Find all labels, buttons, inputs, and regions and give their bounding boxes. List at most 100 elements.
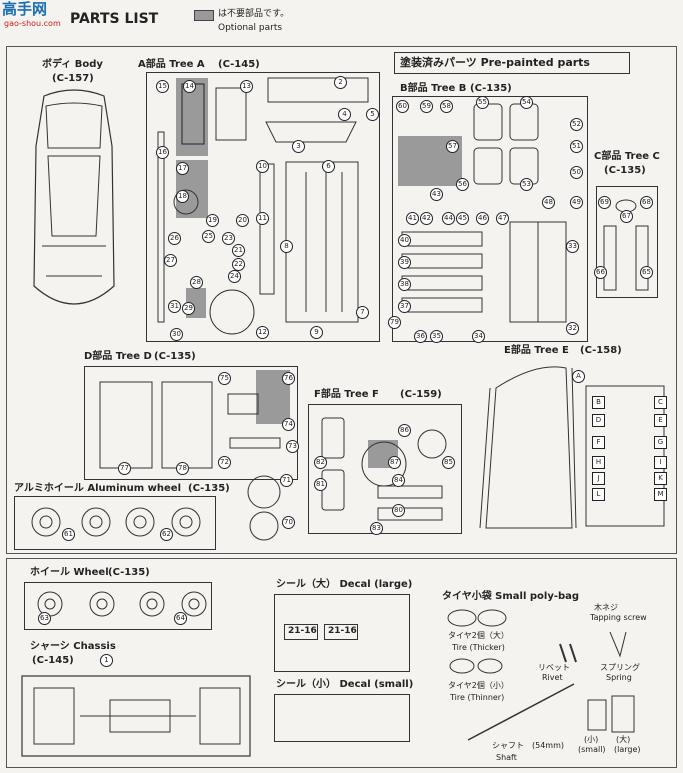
body-shell-drawing	[33, 89, 115, 305]
part-number-40: 40	[398, 234, 411, 247]
decal-plate-2	[324, 624, 358, 640]
part-number-59: 59	[420, 100, 433, 113]
part-number-37: 37	[398, 300, 411, 313]
part-number-39: 39	[398, 256, 411, 269]
part-number-29: 29	[182, 302, 195, 315]
polybag-label: タイヤ小袋 Small poly-bag	[442, 591, 580, 602]
part-number-36: 36	[414, 330, 427, 343]
part-number-35: 35	[430, 330, 443, 343]
part-number-23: 23	[222, 232, 235, 245]
part-number-12: 12	[256, 326, 269, 339]
spring-large-jp: (大)	[616, 735, 631, 744]
part-number-87: 87	[388, 456, 401, 469]
part-number-30: 30	[170, 328, 183, 341]
part-number-86: 86	[398, 424, 411, 437]
lower-frame	[6, 558, 677, 768]
optional-swatch	[194, 10, 214, 21]
chassis-label: シャーシ Chassis	[30, 641, 116, 652]
part-number-9: 9	[310, 326, 323, 339]
part-number-J: J	[592, 472, 605, 485]
tree-c-code: (C-135)	[604, 165, 646, 176]
decal-plate-1-text: 21-16	[288, 626, 317, 636]
part-number-32: 32	[566, 322, 579, 335]
part-number-41: 41	[406, 212, 419, 225]
part-number-13: 13	[240, 80, 253, 93]
part-number-50: 50	[570, 166, 583, 179]
part-number-16: 16	[156, 146, 169, 159]
part-number-64: 64	[174, 612, 187, 625]
wheel-drawing	[37, 591, 207, 617]
tire-thinner-jp: タイヤ2個（小）	[448, 681, 509, 690]
part-number-81: 81	[314, 478, 327, 491]
tree-a-parts-drawing	[157, 77, 369, 335]
part-number-84: 84	[392, 474, 405, 487]
decal-plate-2-text: 21-16	[328, 626, 357, 636]
part-number-31: 31	[168, 300, 181, 313]
part-number-28: 28	[190, 276, 203, 289]
part-number-A: A	[572, 370, 585, 383]
part-number-72: 72	[218, 456, 231, 469]
part-number-71: 71	[280, 474, 293, 487]
part-number-I: I	[654, 456, 667, 469]
tapping-screw-en: Tapping screw	[590, 613, 647, 622]
part-number-3: 3	[292, 140, 305, 153]
tree-d-runner	[84, 366, 298, 480]
tree-a-code: (C-145)	[218, 59, 260, 70]
part-number-44: 44	[442, 212, 455, 225]
part-number-8: 8	[280, 240, 293, 253]
decal-plate-1	[284, 624, 318, 640]
decal-small-sheet	[274, 694, 410, 742]
part-number-76: 76	[282, 372, 295, 385]
tree-e-code: (C-158)	[580, 345, 622, 356]
decal-small-label: シール（小） Decal (small)	[276, 679, 414, 690]
legend-en: Optional parts	[218, 23, 283, 33]
part-number-47: 47	[496, 212, 509, 225]
tree-f-label: F部品 Tree F	[314, 389, 379, 400]
part-number-E: E	[654, 414, 667, 427]
tree-f-code: (C-159)	[400, 389, 442, 400]
part-number-69: 69	[598, 196, 611, 209]
part-number-62: 62	[160, 528, 173, 541]
tree-e-parts-drawing	[479, 366, 665, 529]
tree-d-label: D部品 Tree D	[84, 351, 152, 362]
tire-thinner-en: Tire (Thinner)	[450, 693, 505, 702]
part-number-18: 18	[176, 190, 189, 203]
part-number-65: 65	[640, 266, 653, 279]
part-number-L: L	[592, 488, 605, 501]
part-number-42: 42	[420, 212, 433, 225]
part-number-79: 79	[388, 316, 401, 329]
part-number-38: 38	[398, 278, 411, 291]
body-label: ボディ Body	[42, 59, 103, 70]
part-number-61: 61	[62, 528, 75, 541]
part-number-M: M	[654, 488, 667, 501]
part-number-33: 33	[566, 240, 579, 253]
part-number-1: 1	[100, 654, 113, 667]
part-number-51: 51	[570, 140, 583, 153]
prepainted-label: 塗装済みパーツ Pre-painted parts	[400, 56, 590, 69]
tire-thicker-en: Tire (Thicker)	[452, 643, 505, 652]
decal-large-label: シール（大） Decal (large)	[276, 579, 413, 590]
tree-a-label: A部品 Tree A	[138, 59, 205, 70]
part-number-46: 46	[476, 212, 489, 225]
chassis-code: (C-145)	[32, 655, 74, 666]
part-number-7: 7	[356, 306, 369, 319]
aluminum-wheel-label: アルミホイール Aluminum wheel	[14, 483, 182, 494]
aluminum-wheel-code: (C-135)	[188, 483, 230, 494]
part-number-85: 85	[442, 456, 455, 469]
tree-c-label: C部品 Tree C	[594, 151, 660, 162]
decal-large-sheet	[274, 594, 410, 672]
shaft-en: Shaft	[496, 753, 517, 762]
wheel-code: (C-135)	[108, 567, 150, 578]
part-number-4: 4	[338, 108, 351, 121]
polybag-drawing	[447, 609, 635, 741]
part-number-78: 78	[176, 462, 189, 475]
part-number-G: G	[654, 436, 667, 449]
part-number-F: F	[592, 436, 605, 449]
part-number-2: 2	[334, 76, 347, 89]
tree-f-parts-drawing	[321, 417, 447, 521]
spring-jp: スプリング	[600, 663, 640, 672]
body-code: (C-157)	[52, 73, 94, 84]
part-number-26: 26	[168, 232, 181, 245]
tree-b-code: (C-135)	[470, 83, 512, 94]
part-number-52: 52	[570, 118, 583, 131]
